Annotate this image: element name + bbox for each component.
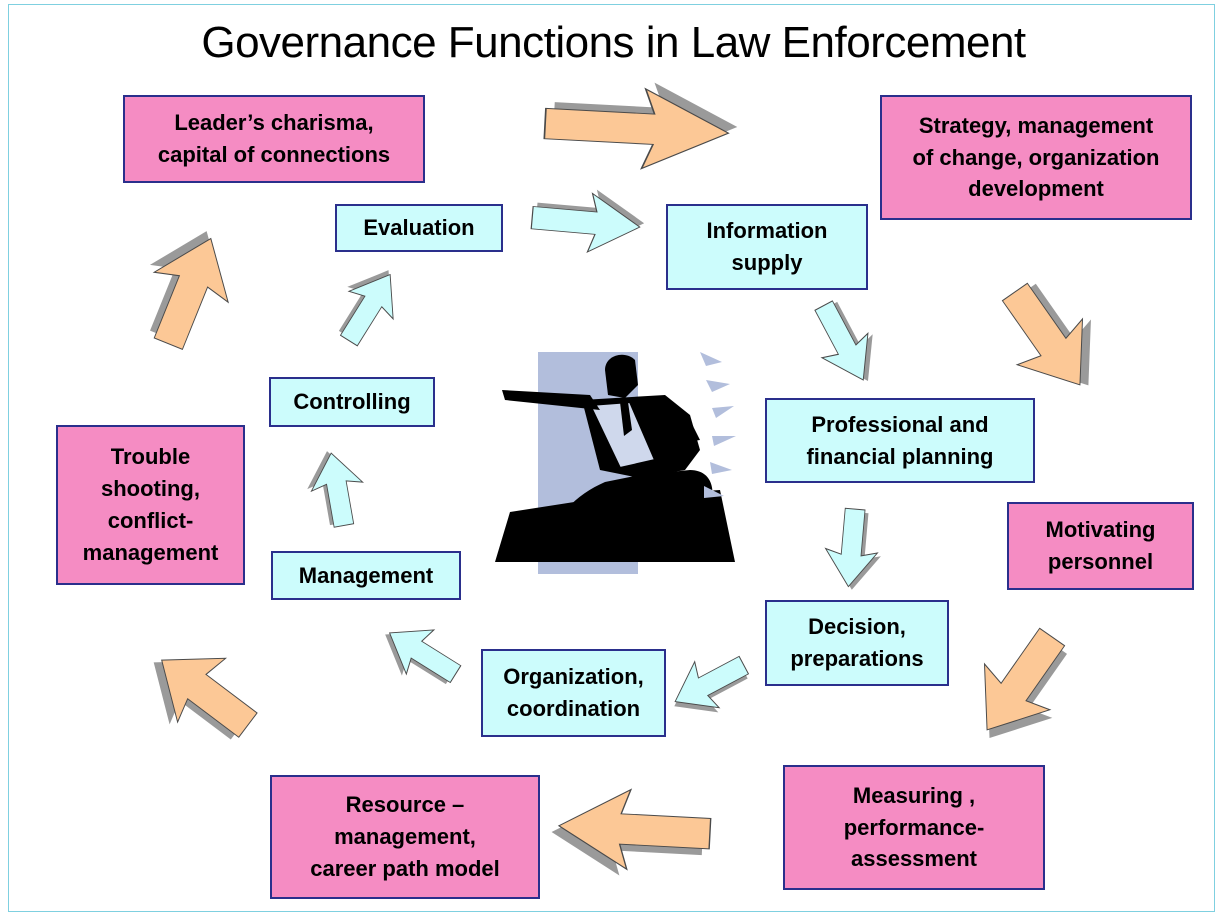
node-leaders-charisma: Leader’s charisma, capital of connection… <box>123 95 425 183</box>
outer-arrow-2 <box>981 268 1122 409</box>
node-decision-preparations: Decision, preparations <box>765 600 949 686</box>
node-management: Management <box>271 551 461 600</box>
diagram-title: Governance Functions in Law Enforcement <box>201 18 1026 67</box>
inner-arrow-2 <box>800 292 891 394</box>
node-controlling: Controlling <box>269 377 435 427</box>
node-trouble-shooting: Trouble shooting, conflict- management <box>56 425 245 585</box>
inner-arrow-7 <box>325 256 413 355</box>
outer-arrow-3 <box>953 613 1088 761</box>
inner-arrow-4 <box>662 641 757 730</box>
outer-arrow-1 <box>542 77 740 174</box>
node-resource-management: Resource – management, career path model <box>270 775 540 899</box>
executive-pointing-icon <box>495 352 736 574</box>
node-evaluation: Evaluation <box>335 204 503 252</box>
outer-arrow-6 <box>127 216 249 360</box>
inner-arrow-5 <box>371 610 470 698</box>
node-information-supply: Information supply <box>666 204 868 290</box>
node-organization-coordination: Organization, coordination <box>481 649 666 737</box>
node-professional-financial-planning: Professional and financial planning <box>765 398 1035 483</box>
node-strategy-change-management: Strategy, management of change, organiza… <box>880 95 1192 220</box>
outer-arrow-4 <box>549 785 713 880</box>
inner-arrow-1 <box>529 184 647 257</box>
slide-frame <box>8 4 1215 912</box>
inner-arrow-6 <box>301 446 371 531</box>
node-motivating-personnel: Motivating personnel <box>1007 502 1194 590</box>
inner-arrow-3 <box>821 506 885 593</box>
outer-arrow-5 <box>129 627 273 760</box>
node-measuring-performance: Measuring , performance- assessment <box>783 765 1045 890</box>
